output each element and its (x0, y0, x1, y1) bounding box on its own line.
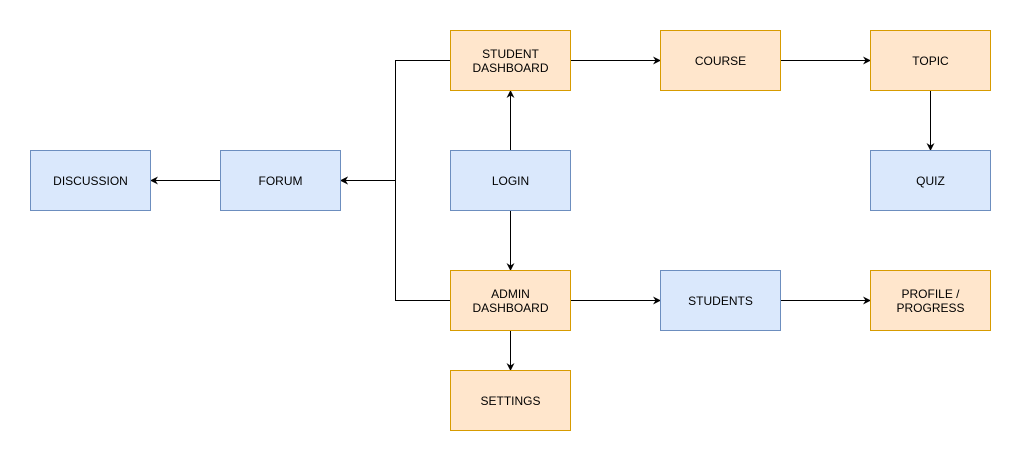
student-dashboard-node[interactable]: STUDENT DASHBOARD (450, 30, 571, 91)
course-label: COURSE (694, 53, 747, 68)
students-label: STUDENTS (688, 293, 753, 308)
settings-label: SETTINGS (480, 393, 541, 408)
discussion-node[interactable]: DISCUSSION (30, 150, 151, 211)
discussion-label: DISCUSSION (53, 173, 128, 188)
profile-progress-label: PROFILE / PROGRESS (896, 286, 965, 315)
quiz-label: QUIZ (916, 173, 945, 188)
forum-node[interactable]: FORUM (220, 150, 341, 211)
student-dashboard-label: STUDENT DASHBOARD (472, 46, 549, 75)
topic-label: TOPIC (912, 53, 949, 68)
quiz-node[interactable]: QUIZ (870, 150, 991, 211)
login-label: LOGIN (491, 173, 530, 188)
topic-node[interactable]: TOPIC (870, 30, 991, 91)
edge-student-dashboard-to-forum (340, 60, 450, 185)
profile-progress-node[interactable]: PROFILE / PROGRESS (870, 270, 991, 331)
edge-admin-dashboard-to-forum (340, 176, 450, 301)
login-node[interactable]: LOGIN (450, 150, 571, 211)
course-node[interactable]: COURSE (660, 30, 781, 91)
settings-node[interactable]: SETTINGS (450, 370, 571, 431)
admin-dashboard-label: ADMIN DASHBOARD (472, 286, 549, 315)
students-node[interactable]: STUDENTS (660, 270, 781, 331)
forum-label: FORUM (258, 173, 303, 188)
admin-dashboard-node[interactable]: ADMIN DASHBOARD (450, 270, 571, 331)
